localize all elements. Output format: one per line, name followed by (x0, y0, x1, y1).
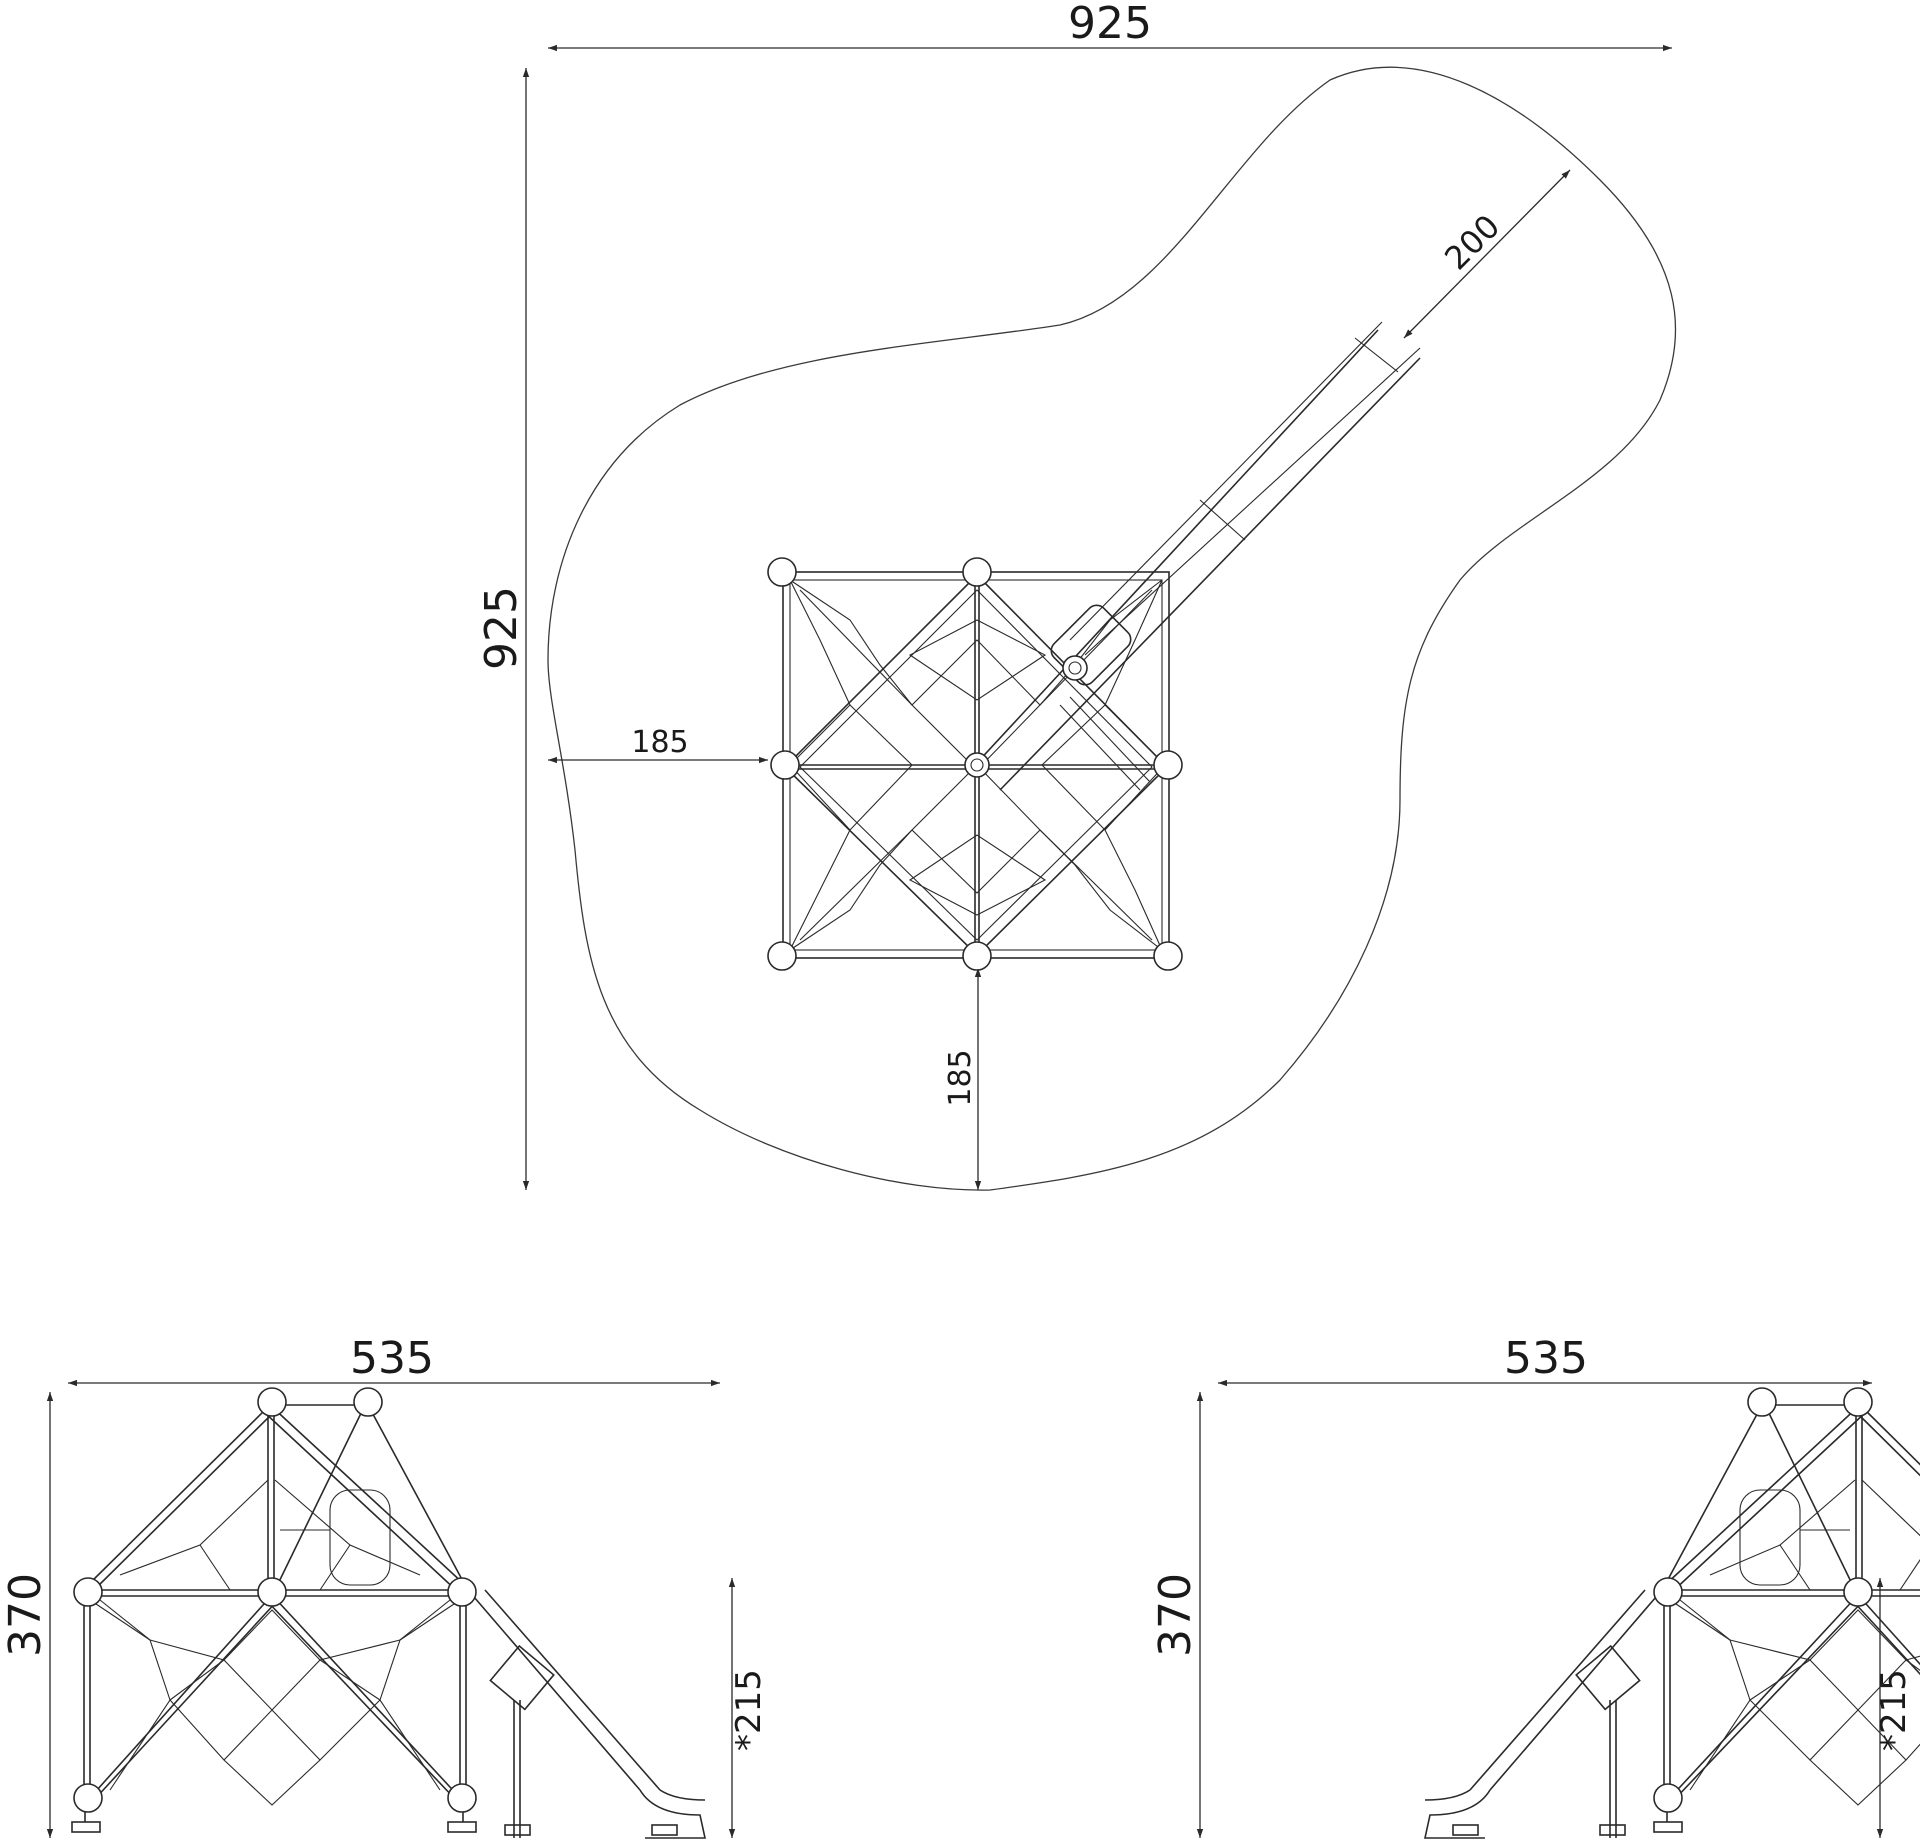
dim-left-height: 370 (0, 1573, 51, 1657)
node (970, 758, 984, 772)
node (1843, 1387, 1873, 1417)
dim-right-height: 370 (1150, 1573, 1201, 1657)
safety-zone-outline (547, 66, 1677, 1191)
node (962, 941, 992, 971)
left-elevation-nodes (73, 1387, 477, 1813)
plan-nodes (767, 557, 1183, 971)
node (767, 941, 797, 971)
node (1153, 750, 1183, 780)
dim-overall-width: 925 (1068, 0, 1152, 49)
node (73, 1577, 103, 1607)
dim-slide-clearance: 200 (1437, 207, 1507, 277)
right-elevation: 535 370 *215 (1150, 1333, 1920, 1839)
node (1153, 941, 1183, 971)
node (1068, 661, 1082, 675)
dim-bottom-clearance: 185 (943, 1049, 978, 1106)
node (353, 1387, 383, 1417)
node (1062, 655, 1088, 681)
node (257, 1577, 287, 1607)
climbing-frame-left (71, 1404, 477, 1833)
node (767, 557, 797, 587)
dim-left-width: 535 (350, 1333, 434, 1384)
node (1653, 1783, 1683, 1813)
slide-plan (974, 321, 1421, 791)
node (447, 1783, 477, 1813)
dim-left-clearance: 185 (631, 725, 688, 760)
dim-line-slide-clearance (1403, 169, 1571, 339)
node (962, 557, 992, 587)
node (770, 750, 800, 780)
node (447, 1577, 477, 1607)
node (1747, 1387, 1777, 1417)
node (964, 752, 990, 778)
dim-overall-depth: 925 (476, 586, 527, 670)
dim-left-platform: *215 (729, 1669, 769, 1751)
node (1843, 1577, 1873, 1607)
node (1653, 1577, 1683, 1607)
climbing-frame-right (1424, 1387, 1920, 1839)
slide-left (467, 1589, 706, 1839)
node (257, 1387, 287, 1417)
plan-view: 925 925 185 185 200 (476, 0, 1677, 1191)
node (73, 1783, 103, 1813)
dim-right-width: 535 (1504, 1333, 1588, 1384)
left-elevation: 535 370 *215 (0, 1333, 769, 1839)
dim-right-platform: *215 (1874, 1669, 1914, 1751)
